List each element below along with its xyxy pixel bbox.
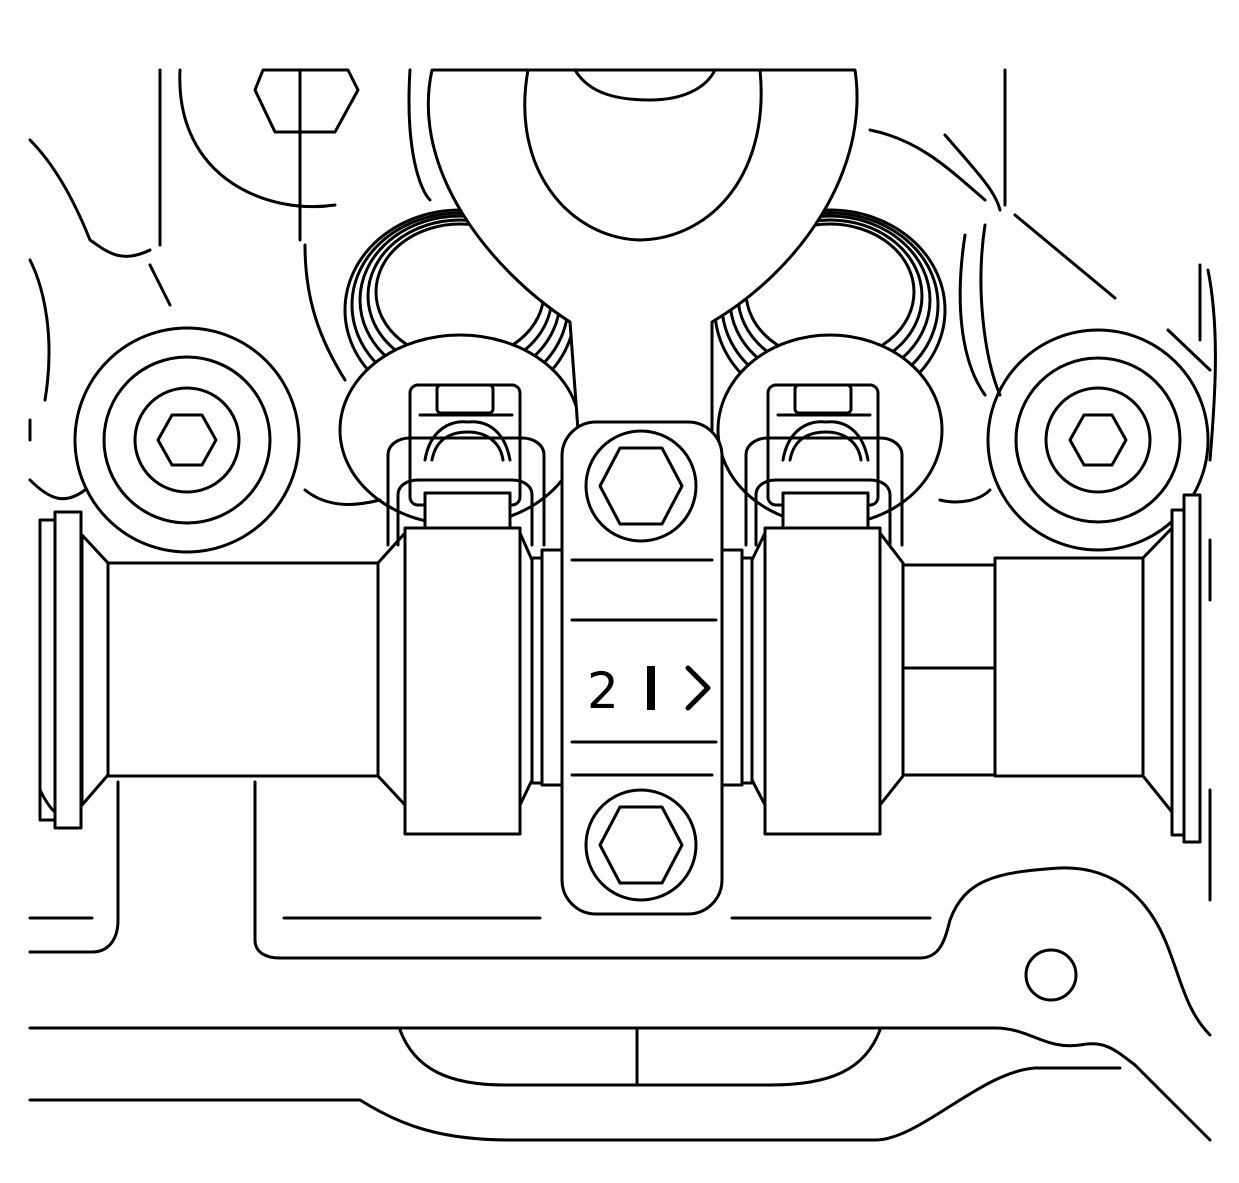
cap-number-label: 2 <box>587 662 619 720</box>
cap-bar-mark <box>647 666 655 710</box>
upper-cap-bolt-icon <box>598 446 684 526</box>
right-hex-socket-icon <box>1068 413 1128 467</box>
left-valve-lifter <box>408 383 522 507</box>
bearing-cap: 2 <box>560 420 724 916</box>
right-washer-bolt <box>986 328 1210 552</box>
left-washer-bolt <box>73 326 301 554</box>
cap-direction-arrow-icon <box>685 665 711 711</box>
lower-frame <box>28 780 1212 1142</box>
top-left-hex-bolt-icon <box>253 68 360 134</box>
top-left-bolt-boss <box>253 68 360 134</box>
left-hex-socket-icon <box>156 413 218 467</box>
lower-cap-bolt-icon <box>598 805 684 885</box>
cylinder-head-casting <box>28 68 1217 902</box>
right-valve-lifter <box>766 383 880 507</box>
camshaft <box>38 436 1202 844</box>
